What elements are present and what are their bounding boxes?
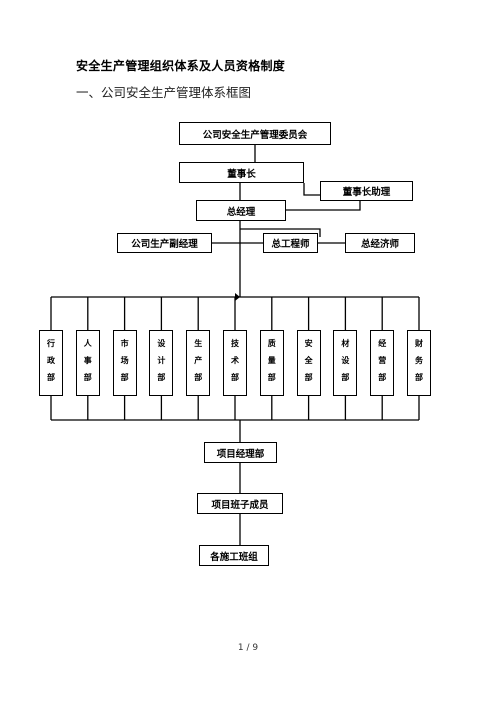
chief-economist-box: 总经济师 <box>345 233 415 253</box>
department-char: 务 <box>415 356 423 365</box>
project-team-box: 项目班子成员 <box>197 493 283 514</box>
department-char: 术 <box>231 356 239 365</box>
department-char: 部 <box>267 373 276 382</box>
department-char: 材 <box>341 339 350 348</box>
department-char: 部 <box>47 373 55 382</box>
page-number: 1 / 9 <box>237 643 259 653</box>
department-char: 部 <box>231 373 239 382</box>
department-char: 营 <box>378 356 387 365</box>
department-char: 行 <box>47 339 55 348</box>
document-title: 安全生产管理组织体系及人员资格制度 <box>76 59 286 73</box>
department-char: 部 <box>304 373 313 382</box>
department-char: 部 <box>83 373 92 382</box>
department-char: 质 <box>267 339 276 348</box>
department-char: 部 <box>378 373 387 382</box>
department-box: 市场部 <box>112 330 137 396</box>
department-char: 设 <box>341 356 350 365</box>
department-char: 计 <box>157 356 166 365</box>
department-box: 质量部 <box>259 330 284 396</box>
department-box: 安全部 <box>296 330 321 396</box>
construction-teams-box: 各施工班组 <box>199 545 269 566</box>
department-box: 技术部 <box>223 330 247 396</box>
department-box: 经营部 <box>370 330 395 396</box>
department-char: 生 <box>194 339 203 348</box>
deputy-gm-box: 公司生产副经理 <box>117 233 212 253</box>
department-box: 材设部 <box>333 330 358 396</box>
department-box: 生产部 <box>186 330 211 396</box>
chief-engineer-box: 总工程师 <box>263 233 318 253</box>
general-manager-box: 总经理 <box>196 200 286 221</box>
department-char: 财 <box>415 339 423 348</box>
department-box: 行政部 <box>39 330 63 396</box>
department-box: 财务部 <box>407 330 431 396</box>
department-char: 部 <box>120 373 129 382</box>
department-char: 事 <box>83 356 92 365</box>
department-char: 部 <box>157 373 166 382</box>
chairman-assistant-box: 董事长助理 <box>320 181 413 201</box>
chairman-box: 董事长 <box>179 162 304 183</box>
department-char: 经 <box>378 339 387 348</box>
department-char: 技 <box>231 339 239 348</box>
department-char: 设 <box>157 339 166 348</box>
department-box: 设计部 <box>149 330 174 396</box>
department-char: 产 <box>194 356 203 365</box>
department-char: 部 <box>415 373 423 382</box>
section-heading: 一、公司安全生产管理体系框图 <box>76 85 252 100</box>
department-char: 部 <box>194 373 203 382</box>
department-char: 全 <box>304 356 313 365</box>
department-char: 安 <box>304 339 313 348</box>
department-char: 市 <box>120 339 129 348</box>
project-manager-dept-box: 项目经理部 <box>204 442 277 463</box>
department-char: 场 <box>120 356 129 365</box>
safety-committee-box: 公司安全生产管理委员会 <box>179 122 331 145</box>
department-char: 量 <box>267 356 276 365</box>
department-char: 部 <box>341 373 350 382</box>
department-char: 人 <box>83 339 92 348</box>
department-char: 政 <box>47 356 55 365</box>
department-box: 人事部 <box>75 330 100 396</box>
